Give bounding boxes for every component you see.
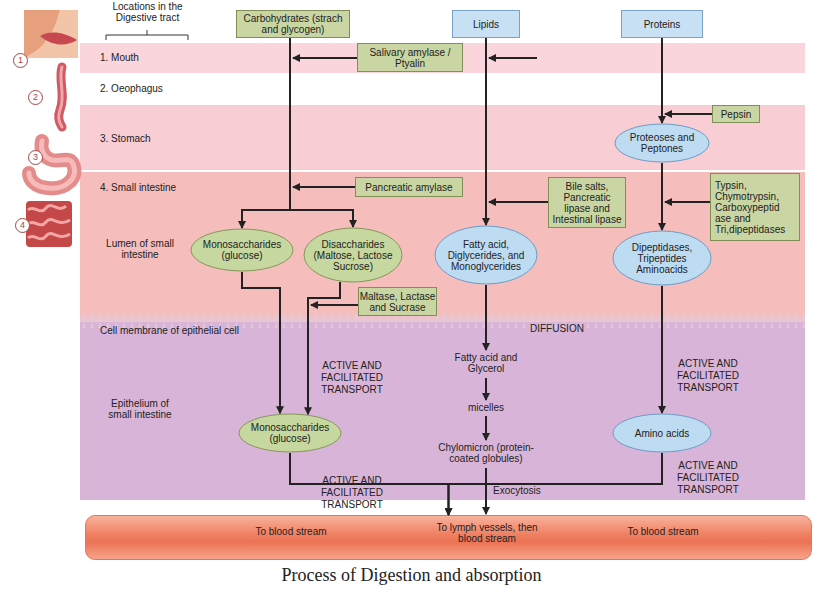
- bracket: [106, 30, 188, 40]
- ellipse-outline: [615, 124, 709, 162]
- enzyme-box: Pepsin: [712, 105, 760, 123]
- oesophagus-illustration: [59, 67, 63, 127]
- region-label: Lumen of small intestine: [105, 238, 175, 260]
- mouth-illustration: [24, 10, 60, 58]
- oesophagus-illustration: [59, 67, 63, 127]
- node-label: Pancreatic amylase: [365, 182, 452, 193]
- figure-caption: Process of Digestion and absorption: [0, 565, 823, 586]
- region-label: To blood stream: [236, 526, 346, 537]
- region-label: To blood stream: [613, 526, 713, 537]
- stomach-illustration: [29, 141, 74, 188]
- product-ellipse: Dipeptidases, Tripeptides Aminoacids: [612, 230, 712, 286]
- blood-stream-tube: To blood stream To lymph vessels, then bl…: [85, 515, 812, 560]
- nutrient-box: Carbohydrates (strach and glycogen): [236, 10, 350, 38]
- enzyme-box: Bile salts, Pancreatic lipase and Intest…: [548, 177, 626, 228]
- node-label: Monosaccharides (glucose): [200, 239, 284, 261]
- transport-label: ACTIVE AND FACILITATED TRANSPORT: [668, 358, 748, 394]
- node-label: Amino acids: [635, 428, 689, 439]
- enzyme-box: Maltase, Lactase and Sucrase: [358, 287, 437, 316]
- region-label: To lymph vessels, then blood stream: [432, 522, 542, 544]
- node-label: Proteins: [644, 19, 681, 30]
- ellipse-outline: [239, 414, 341, 452]
- stomach-illustration: [29, 141, 74, 188]
- product-ellipse: Monosaccharides (glucose): [190, 228, 294, 272]
- callout-number: 3: [28, 150, 43, 165]
- callout-number: 1: [13, 53, 28, 68]
- mouth-illustration: [40, 33, 77, 45]
- product-ellipse: Amino acids: [612, 413, 712, 453]
- callout-number: 2: [28, 90, 43, 105]
- stomach-illustration: [29, 141, 74, 188]
- transport-label: ACTIVE AND FACILITATED TRANSPORT: [312, 360, 392, 396]
- product-ellipse: Proteoses and Peptones: [614, 123, 710, 163]
- location-band: Pancreatic amylase Bile salts, Pancreatic…: [80, 172, 805, 322]
- product-label: Chylomicron (protein- coated globules): [431, 442, 541, 464]
- region-label: Cell membrane of epithelial cell: [100, 325, 320, 336]
- location-band: PepsinProteoses and Peptones 3. Stomach: [80, 105, 805, 170]
- region-label: 4. Small intestine: [100, 182, 260, 193]
- node-label: Lipids: [473, 19, 499, 30]
- node-label: Carbohydrates (strach and glycogen): [240, 13, 346, 35]
- node-label: Typsin, Chymotrypsin, Carboxypeptid ase …: [715, 180, 797, 235]
- node-label: Dipeptidases, Tripeptides Aminoacids: [626, 242, 698, 275]
- intestine-illustration: [26, 201, 72, 247]
- ellipse-outline: [613, 414, 711, 452]
- intestine-illustration: [26, 201, 72, 247]
- ellipse-outline: [304, 228, 402, 282]
- nutrient-box: Lipids: [452, 10, 520, 38]
- enzyme-box: Pancreatic amylase: [355, 177, 463, 197]
- nutrient-box: Proteins: [621, 10, 703, 38]
- region-label: 3. Stomach: [100, 133, 240, 144]
- callout-number: 4: [15, 218, 30, 233]
- node-label: Proteoses and Peptones: [626, 132, 698, 154]
- node-label: Disaccharides (Maltose, Lactose Sucrose): [308, 239, 398, 272]
- node-label: Salivary amylase / Ptyalin: [364, 47, 456, 69]
- enzyme-box: Salivary amylase / Ptyalin: [357, 43, 463, 72]
- node-label: Pepsin: [721, 109, 752, 120]
- intestine-illustration: [28, 205, 70, 238]
- process-label: DIFFUSION: [530, 323, 610, 334]
- location-band: Salivary amylase / Ptyalin 1. Mouth: [80, 43, 805, 73]
- product-label: Fatty acid and Glycerol: [441, 352, 531, 374]
- enzyme-box: Typsin, Chymotrypsin, Carboxypeptid ase …: [710, 173, 800, 241]
- product-ellipse: Fatty acid, Diglycerides, and Monoglycer…: [434, 225, 538, 285]
- product-ellipse: Monosaccharides (glucose): [238, 413, 342, 453]
- column-heading: Locations in the Digestive tract: [100, 1, 195, 23]
- transport-label: ACTIVE AND FACILITATED TRANSPORT: [668, 460, 748, 496]
- mouth-illustration: [24, 10, 78, 58]
- mouth-illustration: [24, 10, 78, 58]
- node-label: Maltase, Lactase and Sucrase: [360, 291, 436, 313]
- transport-label: ACTIVE AND FACILITATED TRANSPORT: [312, 475, 392, 511]
- region-label: 1. Mouth: [100, 52, 240, 63]
- region-label: Epithelium of small intestine: [100, 398, 180, 420]
- node-label: Bile salts, Pancreatic lipase and Intest…: [550, 181, 624, 225]
- product-ellipse: Disaccharides (Maltose, Lactose Sucrose): [303, 227, 403, 283]
- process-label: Exocytosis: [493, 485, 563, 496]
- oesophagus-illustration: [59, 67, 63, 127]
- product-label: micelles: [441, 402, 531, 413]
- location-label: 2. Oeophagus: [100, 83, 240, 94]
- ellipse-outline: [191, 229, 293, 271]
- node-label: Fatty acid, Diglycerides, and Monoglycer…: [440, 239, 532, 272]
- ellipse-outline: [613, 231, 711, 285]
- ellipse-outline: [435, 226, 537, 284]
- node-label: Monosaccharides (glucose): [248, 422, 332, 444]
